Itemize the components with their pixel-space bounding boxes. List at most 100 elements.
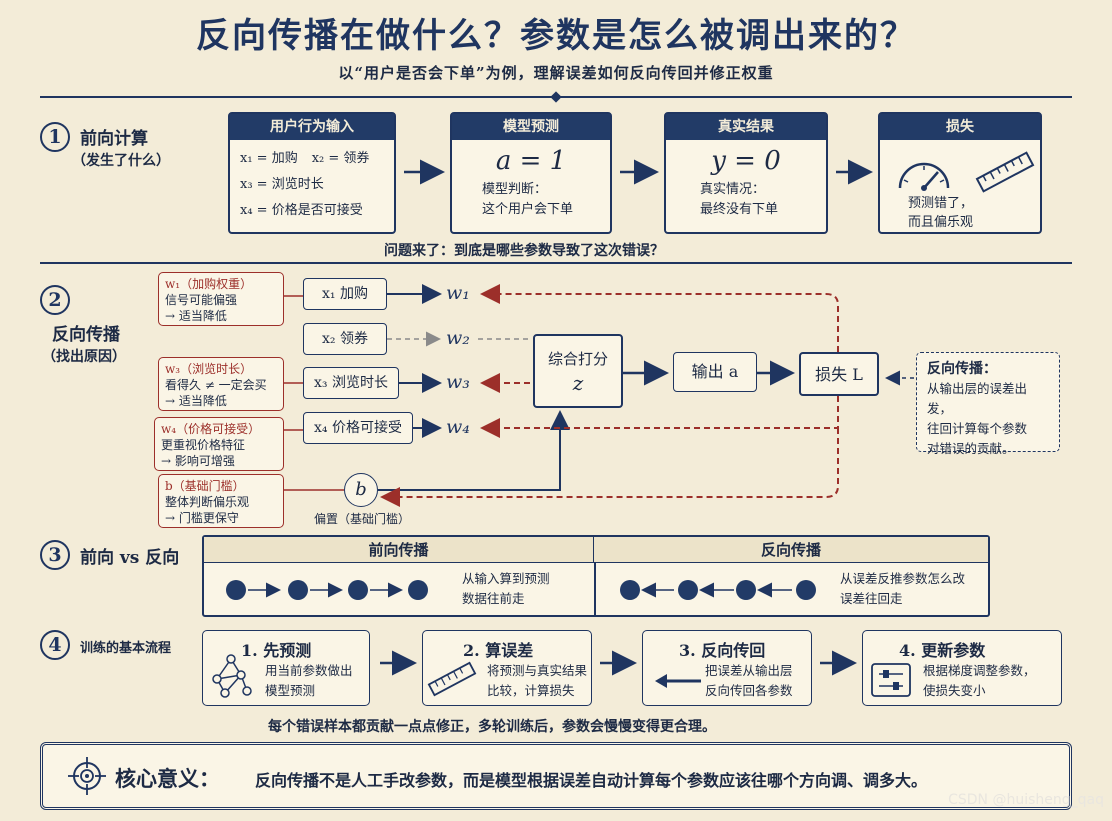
loss-desc-1: 预测错了， xyxy=(908,196,974,211)
step-2-card: 2. 算误差 将预测与真实结果 比较，计算损失 xyxy=(422,630,592,706)
bias-label: 偏置（基础门槛） xyxy=(314,512,411,526)
weight-w3: w₃ xyxy=(446,371,470,393)
note-w3-head: w₃（浏览时长） xyxy=(165,362,253,376)
section-1-number: 1 xyxy=(40,122,70,152)
backward-desc-1: 从误差反推参数怎么改 xyxy=(840,571,966,586)
step-3-desc-2: 反向传回各参数 xyxy=(705,683,793,698)
forward-backward-dots xyxy=(226,580,816,600)
section-1-subtitle: （发生了什么） xyxy=(72,153,170,169)
backprop-explain: 反向传播： 从输出层的误差出发， 往回计算每个参数 对错误的贡献。 xyxy=(916,352,1060,456)
output-node: 输出 a xyxy=(673,352,757,392)
loss-node: 损失 L xyxy=(799,352,879,396)
truth-card: 真实结果 y = 0 真实情况： 最终没有下单 xyxy=(664,112,828,234)
input-x4-text: x₄ = 价格是否可接受 xyxy=(240,203,363,218)
section-4-title: 训练的基本流程 xyxy=(80,641,172,656)
note-w3-line2: → 适当降低 xyxy=(165,394,227,408)
step-4-card: 4. 更新参数 根据梯度调整参数， 使损失变小 xyxy=(862,630,1062,706)
backprop-explain-l1: 从输出层的误差出发， xyxy=(927,381,1028,416)
forward-flow-arrows xyxy=(404,159,873,185)
bias-node: b xyxy=(344,473,378,507)
note-b-line1: 整体判断偏乐观 xyxy=(165,495,250,509)
forward-dot-chain xyxy=(226,580,428,600)
core-meaning-banner: 核心意义： 反向传播不是人工手改参数，而是模型根据误差自动计算每个参数应该往哪个… xyxy=(40,742,1072,810)
training-summary: 每个错误样本都贡献一点点修正，多轮训练后，参数会慢慢变得更合理。 xyxy=(268,719,716,735)
truth-desc-2: 最终没有下单 xyxy=(700,202,779,217)
note-w3-line1: 看得久 ≠ 一定会买 xyxy=(165,378,267,392)
note-w1-line2: → 适当降低 xyxy=(165,309,227,323)
input-card: 用户行为输入 x₁ = 加购 x₂ = 领券 x₃ = 浏览时长 x₄ = 价格… xyxy=(228,112,396,234)
watermark: CSDN @huisheng_qaq xyxy=(948,792,1104,808)
model-desc-2: 这个用户会下单 xyxy=(482,202,574,217)
input-node-x1: x₁ 加购 xyxy=(303,278,387,310)
core-meaning-text: 反向传播不是人工手改参数，而是模型根据误差自动计算每个参数应该往哪个方向调、调多… xyxy=(255,771,928,790)
crosshair-icon xyxy=(68,757,106,795)
step-2-desc-2: 比较，计算损失 xyxy=(487,683,575,698)
loss-card: 损失 预测错了， 而且偏乐观 xyxy=(878,112,1042,234)
truth-card-head: 真实结果 xyxy=(666,114,826,140)
step-1-card: 1. 先预测 用当前参数做出 模型预测 xyxy=(202,630,370,706)
step-3-desc-1: 把误差从输出层 xyxy=(705,663,793,678)
input-x3-text: x₃ = 浏览时长 xyxy=(240,177,324,192)
sum-node: 综合打分 z xyxy=(533,334,623,408)
truth-desc-1: 真实情况： xyxy=(700,182,766,197)
note-b-line2: → 门槛更保守 xyxy=(165,511,239,525)
ruler-icon xyxy=(427,661,477,697)
page-subtitle: 以“用户是否会下单”为例，理解误差如何反向传回并修正权重 xyxy=(338,64,774,82)
note-w1-head: w₁（加购权重） xyxy=(165,277,253,291)
input-x1-text: x₁ = 加购 xyxy=(240,151,298,166)
note-w1-line1: 信号可能偏强 xyxy=(165,293,238,307)
backprop-diagram-lines xyxy=(284,284,914,507)
network-icon xyxy=(212,654,252,698)
step-flow-arrows xyxy=(380,650,857,676)
model-card-head: 模型预测 xyxy=(452,114,610,140)
section-4-number: 4 xyxy=(40,630,70,660)
note-w4-line1: 更重视价格特征 xyxy=(161,438,246,452)
step-1-desc-2: 模型预测 xyxy=(265,683,316,698)
section-3-number: 3 xyxy=(40,540,70,570)
page-title: 反向传播在做什么？参数是怎么被调出来的？ xyxy=(196,16,916,56)
step-4-title: 4. 更新参数 xyxy=(899,641,986,660)
forward-desc-1: 从输入算到预测 xyxy=(462,571,550,586)
section-1-title: 前向计算 xyxy=(80,129,148,149)
note-w4-head: w₄（价格可接受） xyxy=(161,422,261,436)
section-2-subtitle: （找出原因） xyxy=(42,349,126,365)
sum-node-label: 综合打分 xyxy=(547,350,608,368)
backprop-explain-head: 反向传播： xyxy=(927,361,997,377)
input-x2-text: x₂ = 领券 xyxy=(311,151,370,166)
step-1-desc-1: 用当前参数做出 xyxy=(265,663,353,678)
note-w4: w₄（价格可接受） 更重视价格特征 → 影响可增强 xyxy=(154,417,284,471)
section-2-title: 反向传播 xyxy=(52,325,120,345)
step-4-desc-2: 使损失变小 xyxy=(923,683,986,698)
backprop-explain-l2: 往回计算每个参数 xyxy=(927,421,1028,436)
note-w4-line2: → 影响可增强 xyxy=(161,454,235,468)
step-2-desc-1: 将预测与真实结果 xyxy=(487,663,588,678)
note-w3: w₃（浏览时长） 看得久 ≠ 一定会买 → 适当降低 xyxy=(158,357,284,411)
gauge-icon xyxy=(898,162,950,191)
input-node-x3: x₃ 浏览时长 xyxy=(303,367,399,399)
input-node-x2: x₂ 领券 xyxy=(303,323,387,355)
arrow-left-icon xyxy=(655,674,701,688)
note-w1: w₁（加购权重） 信号可能偏强 → 适当降低 xyxy=(158,272,284,326)
truth-formula: y = 0 xyxy=(711,146,781,176)
compare-panel: 前向传播 反向传播 从输入算到预测 数据往前走 从误差反推参数怎么改 误差往回走 xyxy=(202,535,990,617)
note-b: b（基础门槛） 整体判断偏乐观 → 门槛更保守 xyxy=(158,474,284,528)
backward-desc-2: 误差往回走 xyxy=(840,591,903,606)
section-3-title: 前向 vs 反向 xyxy=(80,548,180,568)
ruler-icon xyxy=(975,151,1035,193)
step-2-title: 2. 算误差 xyxy=(463,641,534,660)
model-card: 模型预测 a = 1 模型判断： 这个用户会下单 xyxy=(450,112,612,234)
input-card-head: 用户行为输入 xyxy=(230,114,394,140)
backward-head: 反向传播 xyxy=(760,541,821,559)
model-formula: a = 1 xyxy=(495,146,567,176)
forward-head: 前向传播 xyxy=(204,537,594,562)
model-desc-1: 模型判断： xyxy=(482,182,548,197)
backward-dot-chain xyxy=(620,580,816,600)
step-4-desc-1: 根据梯度调整参数， xyxy=(923,663,1036,678)
input-node-x4: x₄ 价格可接受 xyxy=(303,412,413,444)
core-meaning-label: 核心意义： xyxy=(115,766,220,791)
step-3-title: 3. 反向传回 xyxy=(679,641,766,660)
note-b-head: b（基础门槛） xyxy=(165,479,245,493)
section-1-divider xyxy=(40,262,1072,264)
section-1-question: 问题来了：到底是哪些参数导致了这次错误？ xyxy=(384,243,664,259)
step-3-card: 3. 反向传回 把误差从输出层 反向传回各参数 xyxy=(642,630,812,706)
